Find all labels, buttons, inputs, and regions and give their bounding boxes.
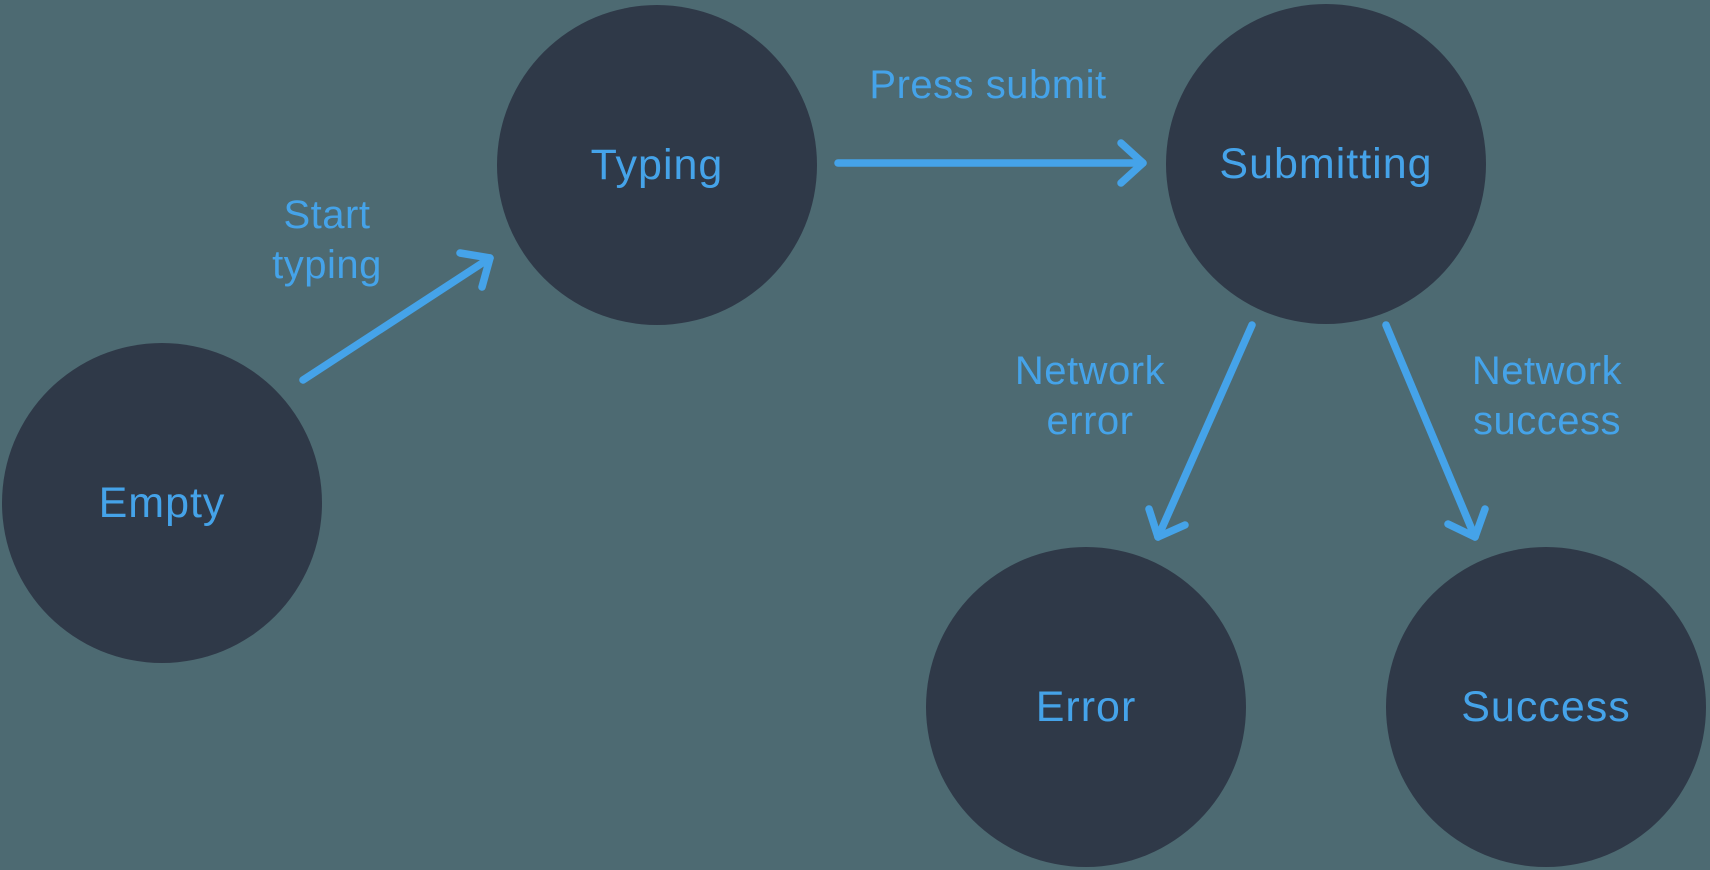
- edge-label-line: Start: [283, 193, 371, 237]
- arrowhead-submitting-success-icon: [1444, 505, 1489, 541]
- arrowhead-empty-typing-icon: [456, 249, 494, 291]
- edge-label-network-success: Network success: [1472, 346, 1622, 446]
- edge-label-line: typing: [272, 243, 382, 287]
- state-node-label: Submitting: [1219, 139, 1433, 188]
- edge-arrow-typing-submitting: [834, 139, 1147, 187]
- state-node-error: Error: [926, 547, 1246, 867]
- state-node-label: Error: [1035, 682, 1137, 731]
- edge-label-start-typing: Start typing: [272, 190, 382, 290]
- edge-label-line: success: [1472, 399, 1621, 443]
- edge-line-submitting-success: [1382, 321, 1479, 541]
- state-node-submitting: Submitting: [1166, 4, 1486, 324]
- state-node-label: Empty: [98, 478, 226, 527]
- edge-label-press-submit: Press submit: [869, 60, 1106, 110]
- state-node-typing: Typing: [497, 5, 817, 325]
- state-node-empty: Empty: [2, 343, 322, 663]
- edge-arrow-submitting-success: [1382, 321, 1489, 541]
- arrowhead-typing-submitting-icon: [1117, 139, 1147, 187]
- state-node-label: Typing: [590, 140, 724, 189]
- edge-label-line: Network: [1471, 349, 1623, 393]
- edge-label-line: Network: [1014, 349, 1166, 393]
- edge-line-submitting-error: [1154, 321, 1256, 541]
- edge-label-network-error: Network error: [1015, 346, 1165, 446]
- edge-label-line: Press submit: [869, 63, 1107, 107]
- state-node-success: Success: [1386, 547, 1706, 867]
- state-node-label: Success: [1461, 682, 1631, 731]
- edge-label-line: error: [1046, 399, 1134, 443]
- arrowhead-submitting-error-icon: [1145, 505, 1189, 541]
